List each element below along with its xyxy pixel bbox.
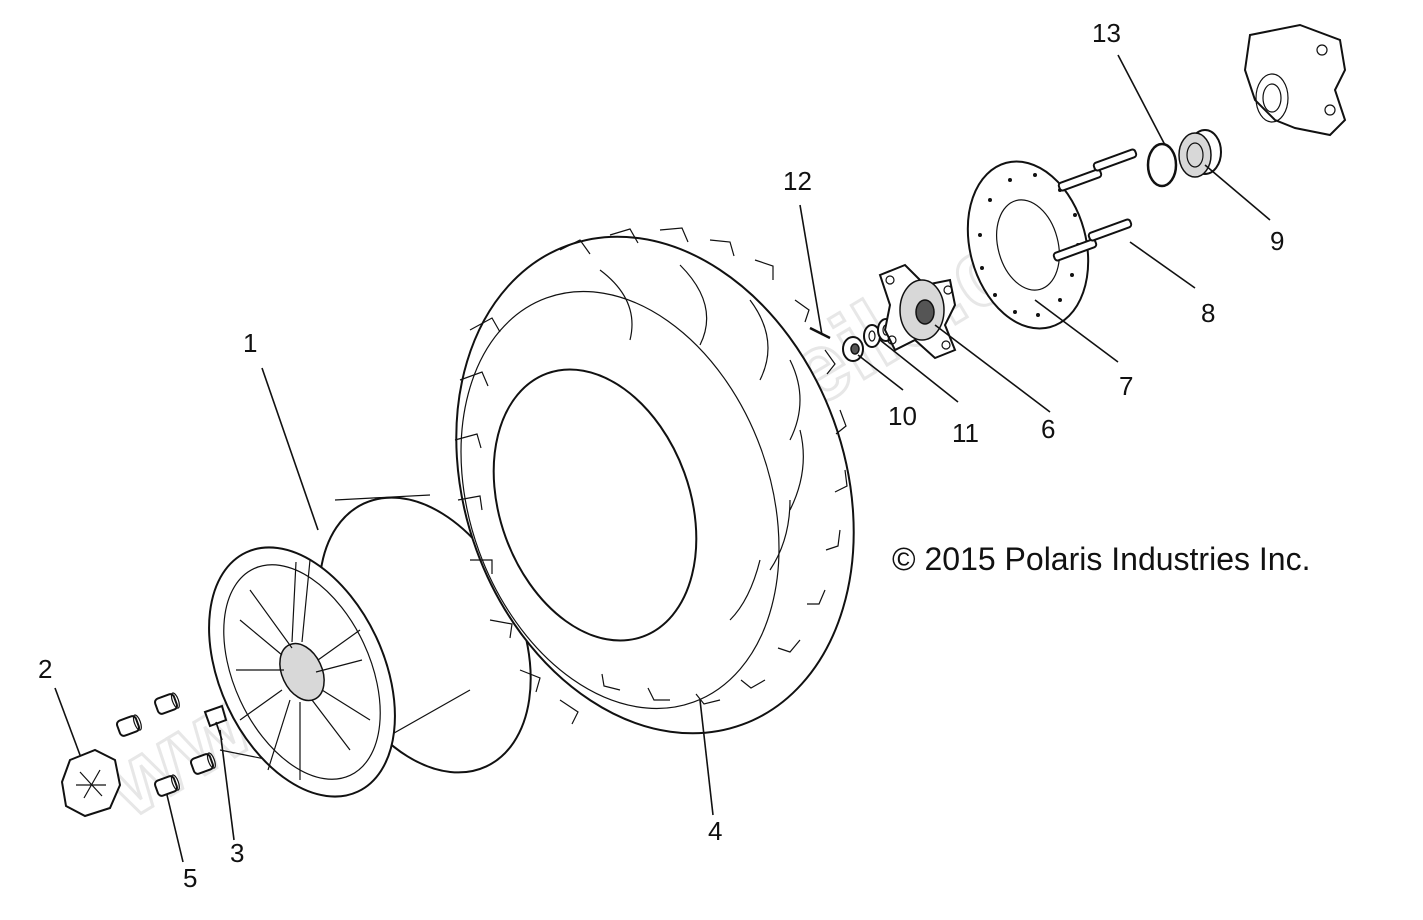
lug-nuts xyxy=(115,692,216,797)
wheel-hub xyxy=(878,263,957,360)
callout-5: 5 xyxy=(183,863,197,893)
retaining-ring xyxy=(1146,142,1178,188)
leader-lines xyxy=(54,54,1271,863)
callout-8: 8 xyxy=(1201,298,1215,328)
brake-disc xyxy=(966,160,1090,330)
callout-3: 3 xyxy=(230,838,244,868)
callout-2: 2 xyxy=(38,654,52,684)
knuckle-housing xyxy=(1243,23,1347,137)
callout-11: 11 xyxy=(952,418,979,448)
wheel-rim xyxy=(208,494,532,798)
callout-10: 10 xyxy=(888,401,917,431)
callout-7: 7 xyxy=(1119,371,1133,401)
tire xyxy=(454,227,855,735)
cotter-pin xyxy=(809,326,831,340)
callout-13: 13 xyxy=(1092,18,1121,48)
center-cap xyxy=(60,748,122,818)
callout-9: 9 xyxy=(1270,226,1284,256)
callout-4: 4 xyxy=(708,816,722,846)
copyright-notice: © 2015 Polaris Industries Inc. xyxy=(892,541,1310,577)
brake-bolts xyxy=(1052,148,1138,262)
callout-1: 1 xyxy=(243,328,257,358)
callout-12: 12 xyxy=(783,166,812,196)
wheel-bearing xyxy=(1178,129,1222,178)
callout-6: 6 xyxy=(1041,414,1055,444)
callout-labels: 1 2 3 4 5 6 7 8 9 10 11 12 13 xyxy=(38,18,1284,893)
